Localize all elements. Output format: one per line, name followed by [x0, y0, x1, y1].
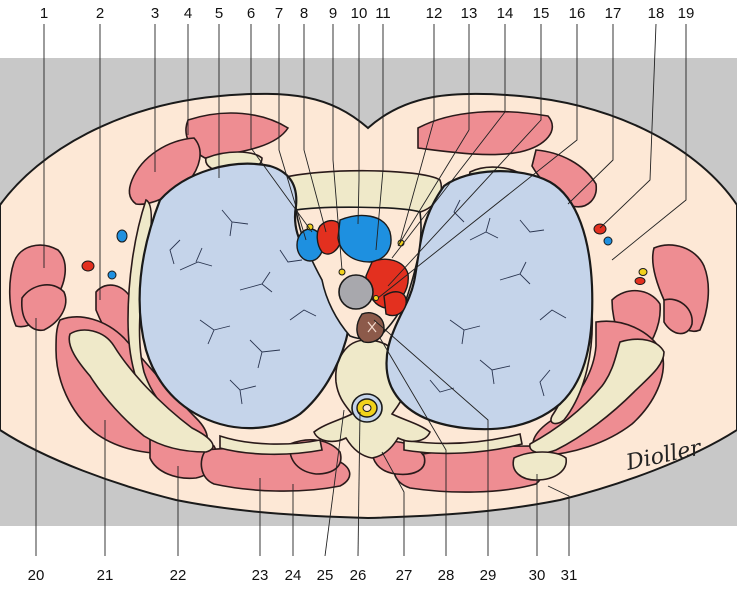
label-27: 27	[396, 567, 413, 584]
label-18: 18	[648, 5, 665, 22]
label-13: 13	[461, 5, 478, 22]
label-12: 12	[426, 5, 443, 22]
label-10: 10	[351, 5, 368, 22]
label-11: 11	[375, 5, 391, 22]
label-16: 16	[569, 5, 586, 22]
label-21: 21	[97, 567, 114, 584]
central-canal	[363, 405, 371, 412]
label-15: 15	[533, 5, 550, 22]
label-5: 5	[215, 5, 223, 22]
label-26: 26	[350, 567, 367, 584]
label-30: 30	[529, 567, 546, 584]
label-7: 7	[275, 5, 283, 22]
label-1: 1	[40, 5, 48, 22]
label-numbers-bottom: 20 21 22 23 24 25 26 27 28 29 30 31	[28, 567, 578, 584]
label-31: 31	[561, 567, 578, 584]
label-3: 3	[151, 5, 159, 22]
label-29: 29	[480, 567, 497, 584]
label-24: 24	[285, 567, 302, 584]
label-14: 14	[497, 5, 514, 22]
trachea	[339, 275, 373, 309]
label-6: 6	[247, 5, 255, 22]
label-25: 25	[317, 567, 334, 584]
label-4: 4	[184, 5, 192, 22]
label-22: 22	[170, 567, 187, 584]
label-20: 20	[28, 567, 45, 584]
label-23: 23	[252, 567, 269, 584]
esophagus	[357, 313, 384, 343]
label-9: 9	[329, 5, 337, 22]
label-17: 17	[605, 5, 622, 22]
label-28: 28	[438, 567, 455, 584]
label-2: 2	[96, 5, 104, 22]
label-8: 8	[300, 5, 308, 22]
label-numbers-top: 1 2 3 4 5 6 7 8 9 10 11 12 13 14 15 16 1…	[40, 5, 695, 22]
label-19: 19	[678, 5, 695, 22]
